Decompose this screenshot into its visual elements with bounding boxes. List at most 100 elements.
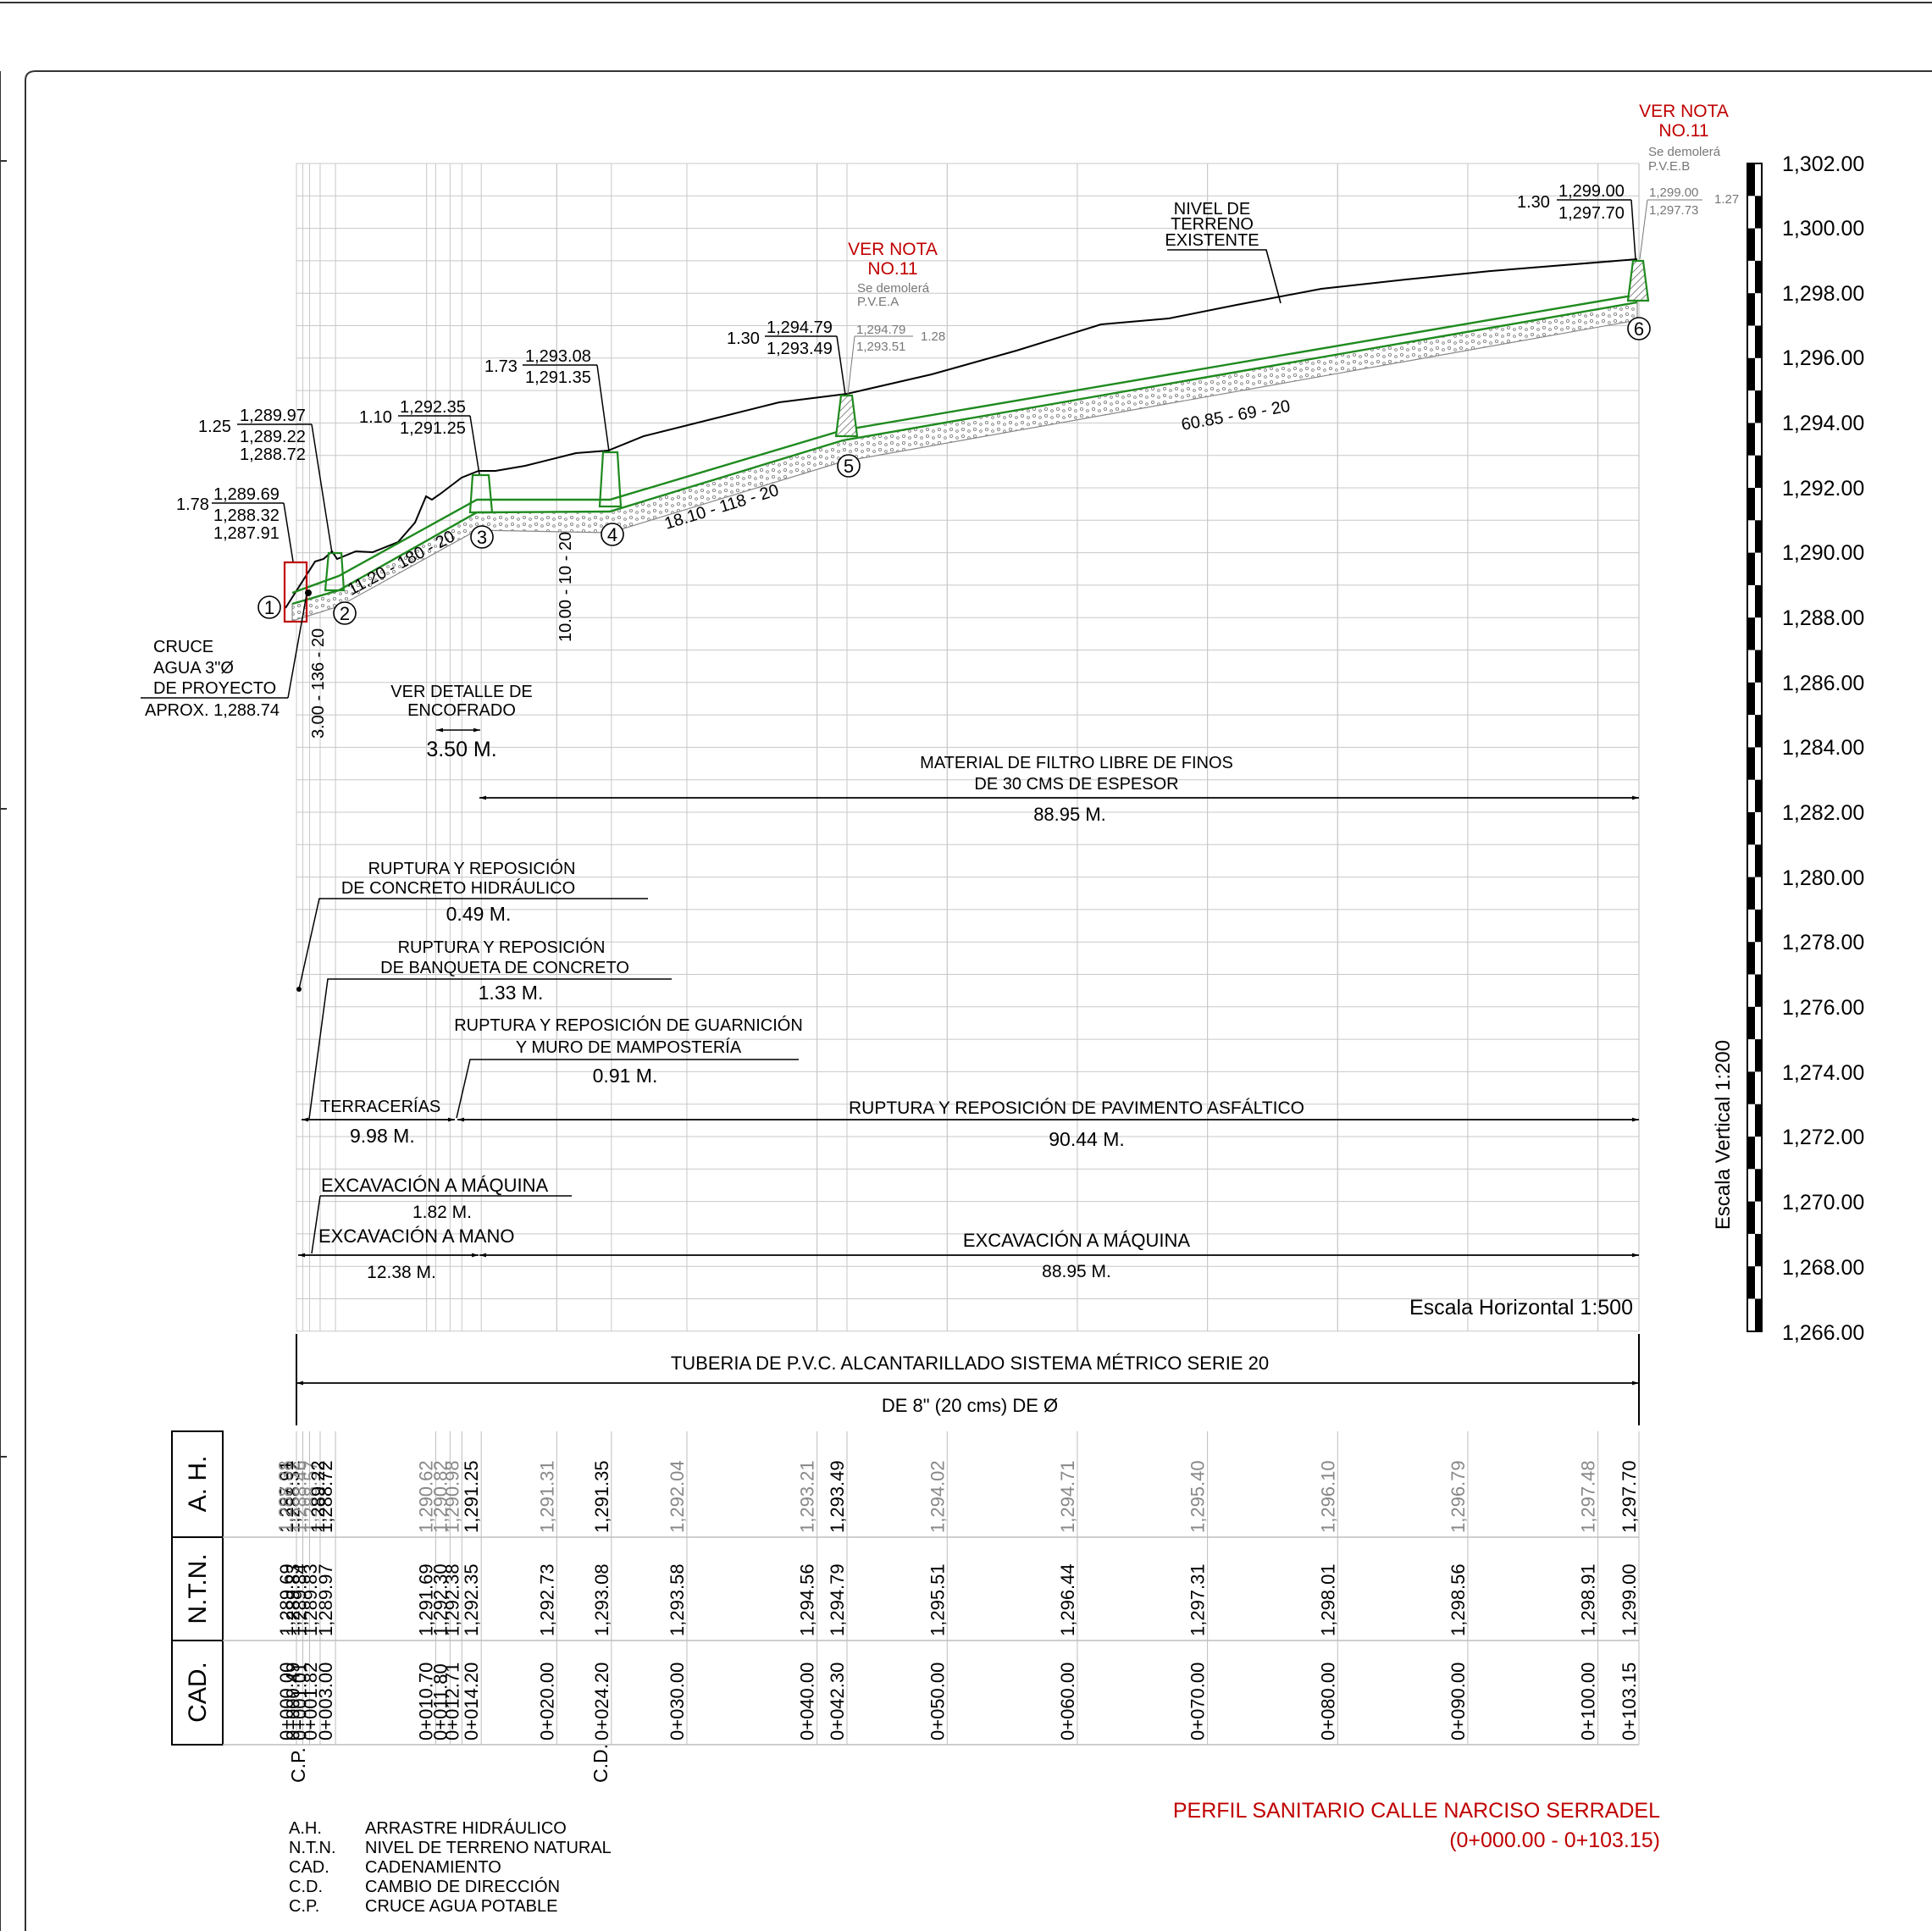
svg-text:Y MURO DE MAMPOSTERÍA: Y MURO DE MAMPOSTERÍA bbox=[516, 1037, 742, 1057]
svg-text:60.85 - 69 - 20: 60.85 - 69 - 20 bbox=[1180, 397, 1292, 434]
cad-cell: 0+001.82 bbox=[300, 1663, 321, 1740]
ah-cell: 1,294.02 bbox=[927, 1460, 948, 1533]
svg-text:1.27: 1.27 bbox=[1714, 192, 1739, 207]
ntn-cell: 1,289.83 bbox=[300, 1563, 321, 1636]
svg-text:RUPTURA Y REPOSICIÓN DE PAVIME: RUPTURA Y REPOSICIÓN DE PAVIMENTO ASFÁLT… bbox=[849, 1098, 1304, 1118]
svg-text:2: 2 bbox=[340, 603, 350, 624]
cad-cell: 0+070.00 bbox=[1187, 1663, 1209, 1740]
svg-text:CAD.: CAD. bbox=[289, 1858, 329, 1877]
abbreviations-legend: A.H.ARRASTRE HIDRÁULICO N.T.N.NIVEL DE T… bbox=[289, 1818, 612, 1916]
filter-bed bbox=[291, 302, 1638, 622]
svg-text:1,289.97: 1,289.97 bbox=[240, 407, 306, 425]
svg-text:DE 8" (20 cms) DE Ø: DE 8" (20 cms) DE Ø bbox=[882, 1395, 1058, 1416]
cad-cell: 0+001.01 bbox=[290, 1663, 311, 1740]
ntn-cell: 1,298.91 bbox=[1578, 1563, 1599, 1636]
profile-data-table: A. H. N.T.N. CAD. 0+000.001,289.690+000.… bbox=[171, 1430, 1640, 1783]
ntn-cell: 1,298.56 bbox=[1448, 1563, 1469, 1636]
svg-text:1,289.22: 1,289.22 bbox=[240, 428, 306, 446]
svg-text:1,293.51: 1,293.51 bbox=[856, 340, 905, 354]
manhole-6 bbox=[1626, 259, 1650, 302]
svg-text:1.78: 1.78 bbox=[176, 495, 209, 514]
curb-repair-note: RUPTURA Y REPOSICIÓN DE GUARNICIÓN Y MUR… bbox=[454, 1015, 803, 1119]
cad-cell: 0+014.20 bbox=[461, 1663, 482, 1740]
filter-material-span: MATERIAL DE FILTRO LIBRE DE FINOS DE 30 … bbox=[479, 754, 1639, 825]
ah-cell: 1,296.79 bbox=[1448, 1460, 1469, 1533]
ah-cell: 1,296.10 bbox=[1317, 1460, 1338, 1533]
svg-text:PERFIL SANITARIO CALLE NARCISO: PERFIL SANITARIO CALLE NARCISO SERRADEL bbox=[1173, 1799, 1660, 1823]
cad-cell: 0+010.70 bbox=[415, 1663, 436, 1740]
station-lines bbox=[296, 163, 1640, 1331]
svg-text:1.73: 1.73 bbox=[484, 357, 518, 376]
ntn-cell: 1,292.30 bbox=[429, 1563, 451, 1636]
manhole-4 bbox=[598, 451, 623, 508]
ah-cell: 1,288.72 bbox=[315, 1460, 336, 1533]
ah-cell: 1,294.71 bbox=[1057, 1460, 1078, 1533]
terrain-label: NIVEL DE TERRENO EXISTENTE bbox=[1165, 200, 1282, 304]
elevation-tick-label: 1,278.00 bbox=[1782, 931, 1864, 954]
elevation-tick-label: 1,294.00 bbox=[1782, 412, 1864, 435]
svg-text:VER NOTA: VER NOTA bbox=[1639, 102, 1729, 121]
elevation-tick-label: 1,296.00 bbox=[1782, 346, 1864, 370]
manhole-1-label: 1.78 1,289.69 1,288.32 1,287.91 bbox=[176, 485, 294, 562]
svg-text:VER DETALLE DE: VER DETALLE DE bbox=[390, 683, 532, 701]
svg-text:6: 6 bbox=[1634, 318, 1644, 340]
ntn-cell: 1,296.44 bbox=[1057, 1563, 1078, 1636]
ah-cell: 1,297.70 bbox=[1619, 1460, 1640, 1533]
horizontal-scale-label: Escala Horizontal 1:500 bbox=[1409, 1296, 1633, 1320]
svg-text:88.95 M.: 88.95 M. bbox=[1042, 1262, 1111, 1281]
ah-cell: 1,295.40 bbox=[1187, 1460, 1209, 1533]
machine-excavation-span-1: EXCAVACIÓN A MÁQUINA 1.82 M. bbox=[311, 1175, 572, 1254]
elevation-tick-label: 1,280.00 bbox=[1782, 866, 1864, 890]
svg-text:1,297.73: 1,297.73 bbox=[1649, 203, 1698, 218]
svg-text:EXCAVACIÓN A MÁQUINA: EXCAVACIÓN A MÁQUINA bbox=[963, 1230, 1190, 1251]
manhole-4-label: 1.73 1,293.08 1,291.35 bbox=[484, 347, 610, 452]
ntn-cell: 1,292.38 bbox=[441, 1563, 462, 1636]
manholes bbox=[283, 259, 1650, 623]
svg-text:1.33 M.: 1.33 M. bbox=[479, 982, 544, 1004]
svg-text:3.00 - 136 - 20: 3.00 - 136 - 20 bbox=[309, 628, 328, 739]
svg-text:EXISTENTE: EXISTENTE bbox=[1165, 231, 1259, 250]
note-11-b: VER NOTA NO.11 Se demolerá P.V.E.B bbox=[1639, 102, 1729, 174]
header-cad: CAD. bbox=[184, 1662, 212, 1723]
svg-text:VER NOTA: VER NOTA bbox=[848, 240, 938, 259]
manhole-5-label: 1.30 1,294.79 1,293.49 1,294.79 1,293.51… bbox=[727, 318, 945, 396]
ah-cell: 1,288.32 bbox=[283, 1460, 304, 1533]
svg-text:1,288.32: 1,288.32 bbox=[213, 506, 280, 525]
ntn-cell: 1,292.73 bbox=[536, 1563, 557, 1636]
elevation-tick-label: 1,292.00 bbox=[1782, 477, 1864, 501]
elevation-tick-label: 1,298.00 bbox=[1782, 282, 1864, 306]
svg-text:10.00 - 10 - 20: 10.00 - 10 - 20 bbox=[556, 532, 575, 642]
manhole-3 bbox=[468, 473, 494, 514]
svg-text:APROX. 1,288.74: APROX. 1,288.74 bbox=[145, 701, 280, 720]
cad-cell: 0+000.49 bbox=[283, 1663, 304, 1740]
elevation-tick-label: 1,290.00 bbox=[1782, 541, 1864, 565]
ntn-cell: 1,289.83 bbox=[283, 1563, 304, 1636]
svg-text:DE CONCRETO HIDRÁULICO: DE CONCRETO HIDRÁULICO bbox=[341, 878, 575, 898]
elevation-tick-label: 1,276.00 bbox=[1782, 996, 1864, 1020]
manhole-2 bbox=[324, 551, 346, 592]
ah-cell: 1,288.57 bbox=[300, 1460, 321, 1533]
elevation-axis: 1,302.00 1,300.00 1,298.00 1,296.00 1,29… bbox=[1782, 152, 1864, 1345]
ntn-cell: 1,294.79 bbox=[827, 1563, 848, 1636]
svg-text:CRUCE: CRUCE bbox=[153, 638, 213, 656]
ntn-cell: 1,289.69 bbox=[276, 1563, 297, 1636]
ah-cell: 1,291.31 bbox=[536, 1460, 557, 1533]
ah-cell: 1,297.48 bbox=[1578, 1460, 1599, 1533]
cad-cell: 0+042.30 bbox=[827, 1663, 848, 1740]
ah-cell: 1,287.91 bbox=[276, 1460, 297, 1533]
manhole-elevation-labels: 1.78 1,289.69 1,288.32 1,287.91 1.25 1,2… bbox=[176, 182, 1739, 562]
svg-text:CRUCE AGUA POTABLE: CRUCE AGUA POTABLE bbox=[365, 1897, 557, 1916]
ntn-cell: 1,295.51 bbox=[927, 1563, 948, 1636]
elevation-tick-label: 1,282.00 bbox=[1782, 801, 1864, 825]
svg-text:1,299.00: 1,299.00 bbox=[1558, 182, 1625, 201]
svg-text:N.T.N.: N.T.N. bbox=[289, 1839, 336, 1857]
svg-text:EXCAVACIÓN A MÁQUINA: EXCAVACIÓN A MÁQUINA bbox=[321, 1175, 548, 1196]
cad-cell: 0+012.71 bbox=[441, 1663, 462, 1740]
svg-text:1,294.79: 1,294.79 bbox=[767, 318, 833, 337]
svg-text:RUPTURA Y REPOSICIÓN DE GUARNI: RUPTURA Y REPOSICIÓN DE GUARNICIÓN bbox=[454, 1015, 803, 1035]
drawing-title: PERFIL SANITARIO CALLE NARCISO SERRADEL … bbox=[1173, 1799, 1660, 1852]
svg-text:3: 3 bbox=[477, 527, 487, 548]
cad-cell: 0+011.80 bbox=[429, 1663, 451, 1740]
svg-text:1,297.70: 1,297.70 bbox=[1558, 204, 1625, 223]
